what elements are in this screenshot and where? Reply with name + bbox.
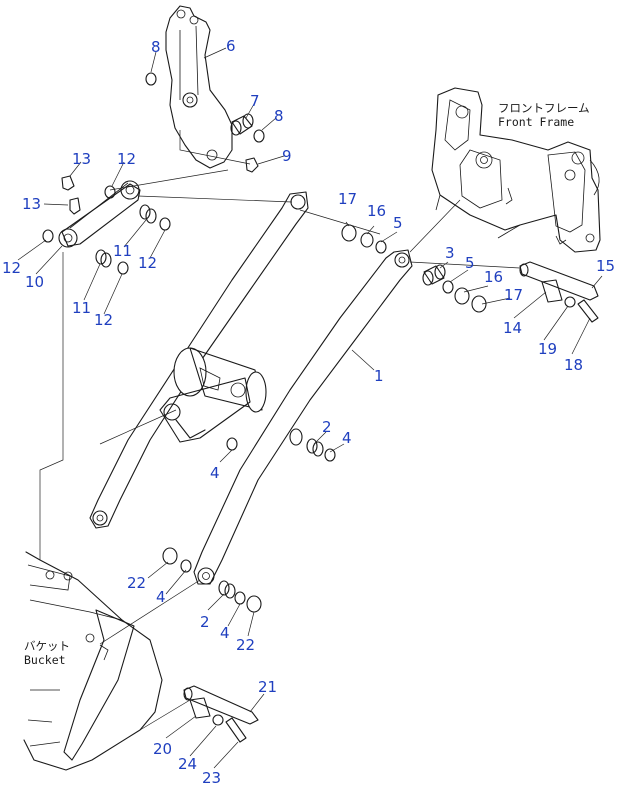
callout-4: 4 xyxy=(210,464,220,482)
callout-22: 22 xyxy=(236,636,255,654)
front-frame-label-en: Front Frame xyxy=(498,115,574,129)
washer-24 xyxy=(212,714,224,726)
shim-17a xyxy=(341,224,357,242)
callout-16: 16 xyxy=(367,202,386,220)
callout-22: 22 xyxy=(127,574,146,592)
washer-19 xyxy=(564,296,576,308)
bushing-2b xyxy=(218,580,230,596)
bushing-11a-2 xyxy=(145,208,157,224)
shim-17b xyxy=(471,295,487,313)
callout-21: 21 xyxy=(258,678,277,696)
bushing-11a xyxy=(139,204,151,220)
callout-10: 10 xyxy=(25,273,44,291)
callout-4: 4 xyxy=(342,429,352,447)
ring-4d xyxy=(234,591,246,605)
callout-16: 16 xyxy=(484,268,503,286)
callout-8: 8 xyxy=(274,107,284,125)
front-frame xyxy=(431,87,601,253)
callout-19: 19 xyxy=(538,340,557,358)
ring-8b xyxy=(253,129,265,143)
ring-12b xyxy=(159,217,171,231)
callout-5: 5 xyxy=(393,214,403,232)
bushing-7 xyxy=(230,113,254,136)
front-frame-label-jp: フロントフレーム xyxy=(498,101,590,115)
ring-5b xyxy=(442,280,454,294)
ring-8a xyxy=(145,72,157,86)
callout-17: 17 xyxy=(504,286,523,304)
boom-arm-right xyxy=(193,249,413,585)
callout-11: 11 xyxy=(72,299,91,317)
bushing-3 xyxy=(422,264,446,286)
bucket xyxy=(23,551,163,771)
plate-14 xyxy=(541,279,563,303)
leader-lines xyxy=(17,47,603,769)
callout-12: 12 xyxy=(138,254,157,272)
callout-23: 23 xyxy=(202,769,221,787)
fitting-13a xyxy=(61,175,75,191)
bucket-label-en: Bucket xyxy=(24,653,66,667)
bolt-23 xyxy=(225,717,247,743)
bushing-11b xyxy=(95,249,107,265)
bushing-11b-2 xyxy=(100,252,112,268)
cross-tube xyxy=(159,347,267,443)
callout-6: 6 xyxy=(226,37,236,55)
callout-17: 17 xyxy=(338,190,357,208)
bucket-label-jp: バケット xyxy=(24,639,70,653)
callout-12: 12 xyxy=(2,259,21,277)
plate-20 xyxy=(189,697,211,719)
callout-2: 2 xyxy=(322,418,332,436)
pin-21 xyxy=(183,685,259,725)
callout-11: 11 xyxy=(113,242,132,260)
bolt-18 xyxy=(577,299,599,323)
callout-24: 24 xyxy=(178,755,197,773)
callouts: 8 6 7 8 9 13 12 13 11 12 11 12 10 12 17 … xyxy=(2,37,615,787)
callout-8: 8 xyxy=(151,38,161,56)
callout-14: 14 xyxy=(503,319,522,337)
callout-1: 1 xyxy=(374,367,384,385)
callout-13: 13 xyxy=(72,150,91,168)
ring-12a xyxy=(104,185,116,199)
callout-15: 15 xyxy=(596,257,615,275)
callout-18: 18 xyxy=(564,356,583,374)
callout-2: 2 xyxy=(200,613,210,631)
callout-4: 4 xyxy=(220,624,230,642)
bushing-2b-2 xyxy=(224,583,236,599)
callout-13: 13 xyxy=(22,195,41,213)
callout-12: 12 xyxy=(117,150,136,168)
callout-3: 3 xyxy=(445,244,455,262)
callout-7: 7 xyxy=(250,92,260,110)
callout-12: 12 xyxy=(94,311,113,329)
shim-16b xyxy=(454,287,470,305)
bell-crank xyxy=(165,5,233,169)
callout-4: 4 xyxy=(156,588,166,606)
pin-15 xyxy=(519,261,599,301)
link-rod xyxy=(58,180,141,248)
fitting-13b xyxy=(69,197,81,215)
shim-16a xyxy=(360,232,374,248)
callout-5: 5 xyxy=(465,254,475,272)
ring-4c xyxy=(180,559,192,573)
callout-9: 9 xyxy=(282,147,292,165)
grease-nipple-9 xyxy=(245,157,259,173)
ring-12d xyxy=(117,261,129,275)
callout-20: 20 xyxy=(153,740,172,758)
ring-12c xyxy=(42,229,54,243)
ring-5a xyxy=(375,240,387,254)
shim-22a xyxy=(162,547,178,565)
shim-22b xyxy=(246,595,262,613)
